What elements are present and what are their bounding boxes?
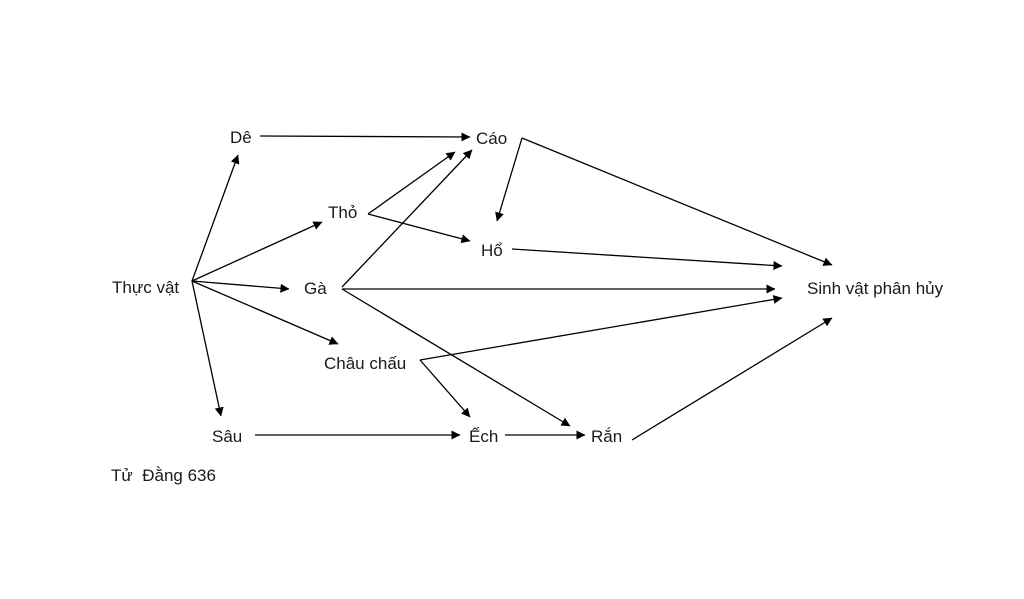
edge-thuc-vat-tho [191,221,323,282]
edge-thuc-vat-sau [191,280,224,417]
edge-ho-sinh-vat-phan-huy [511,248,783,270]
edge-de-cao [259,132,471,142]
node-thuc-vat: Thực vật [112,278,179,297]
node-sinh-vat-phan-huy: Sinh vật phân hủy [807,279,944,298]
edge-ran-sinh-vat-phan-huy [631,317,833,441]
edge-ga-cao [341,149,473,288]
edge-thuc-vat-de [191,154,240,282]
edge-cao-sinh-vat-phan-huy [521,137,833,266]
edges [191,132,833,441]
edge-chau-chau-sinh-vat-phan-huy [419,295,783,361]
edge-tho-cao [367,151,456,215]
node-de: Dê [230,128,252,147]
edge-cao-ho [495,137,523,222]
edge-ga-ran [341,288,571,427]
node-cao: Cáo [476,129,507,148]
edge-thuc-vat-ga [191,280,290,293]
node-ho: Hổ [481,241,503,260]
node-chau-chau: Châu chấu [324,354,406,373]
node-ga: Gà [304,279,327,298]
node-ran: Rắn [591,427,622,446]
edge-tho-ho [367,213,471,244]
caption: Tử Đằng 636 [111,466,216,485]
node-sau: Sâu [212,427,242,446]
node-labels: Thực vật Dê Thỏ Gà Châu chấu Sâu Cáo Hổ … [112,128,944,446]
node-tho: Thỏ [328,203,357,222]
edge-thuc-vat-chau-chau [191,280,339,345]
edge-chau-chau-ech [419,359,471,418]
node-ech: Ếch [469,427,498,446]
